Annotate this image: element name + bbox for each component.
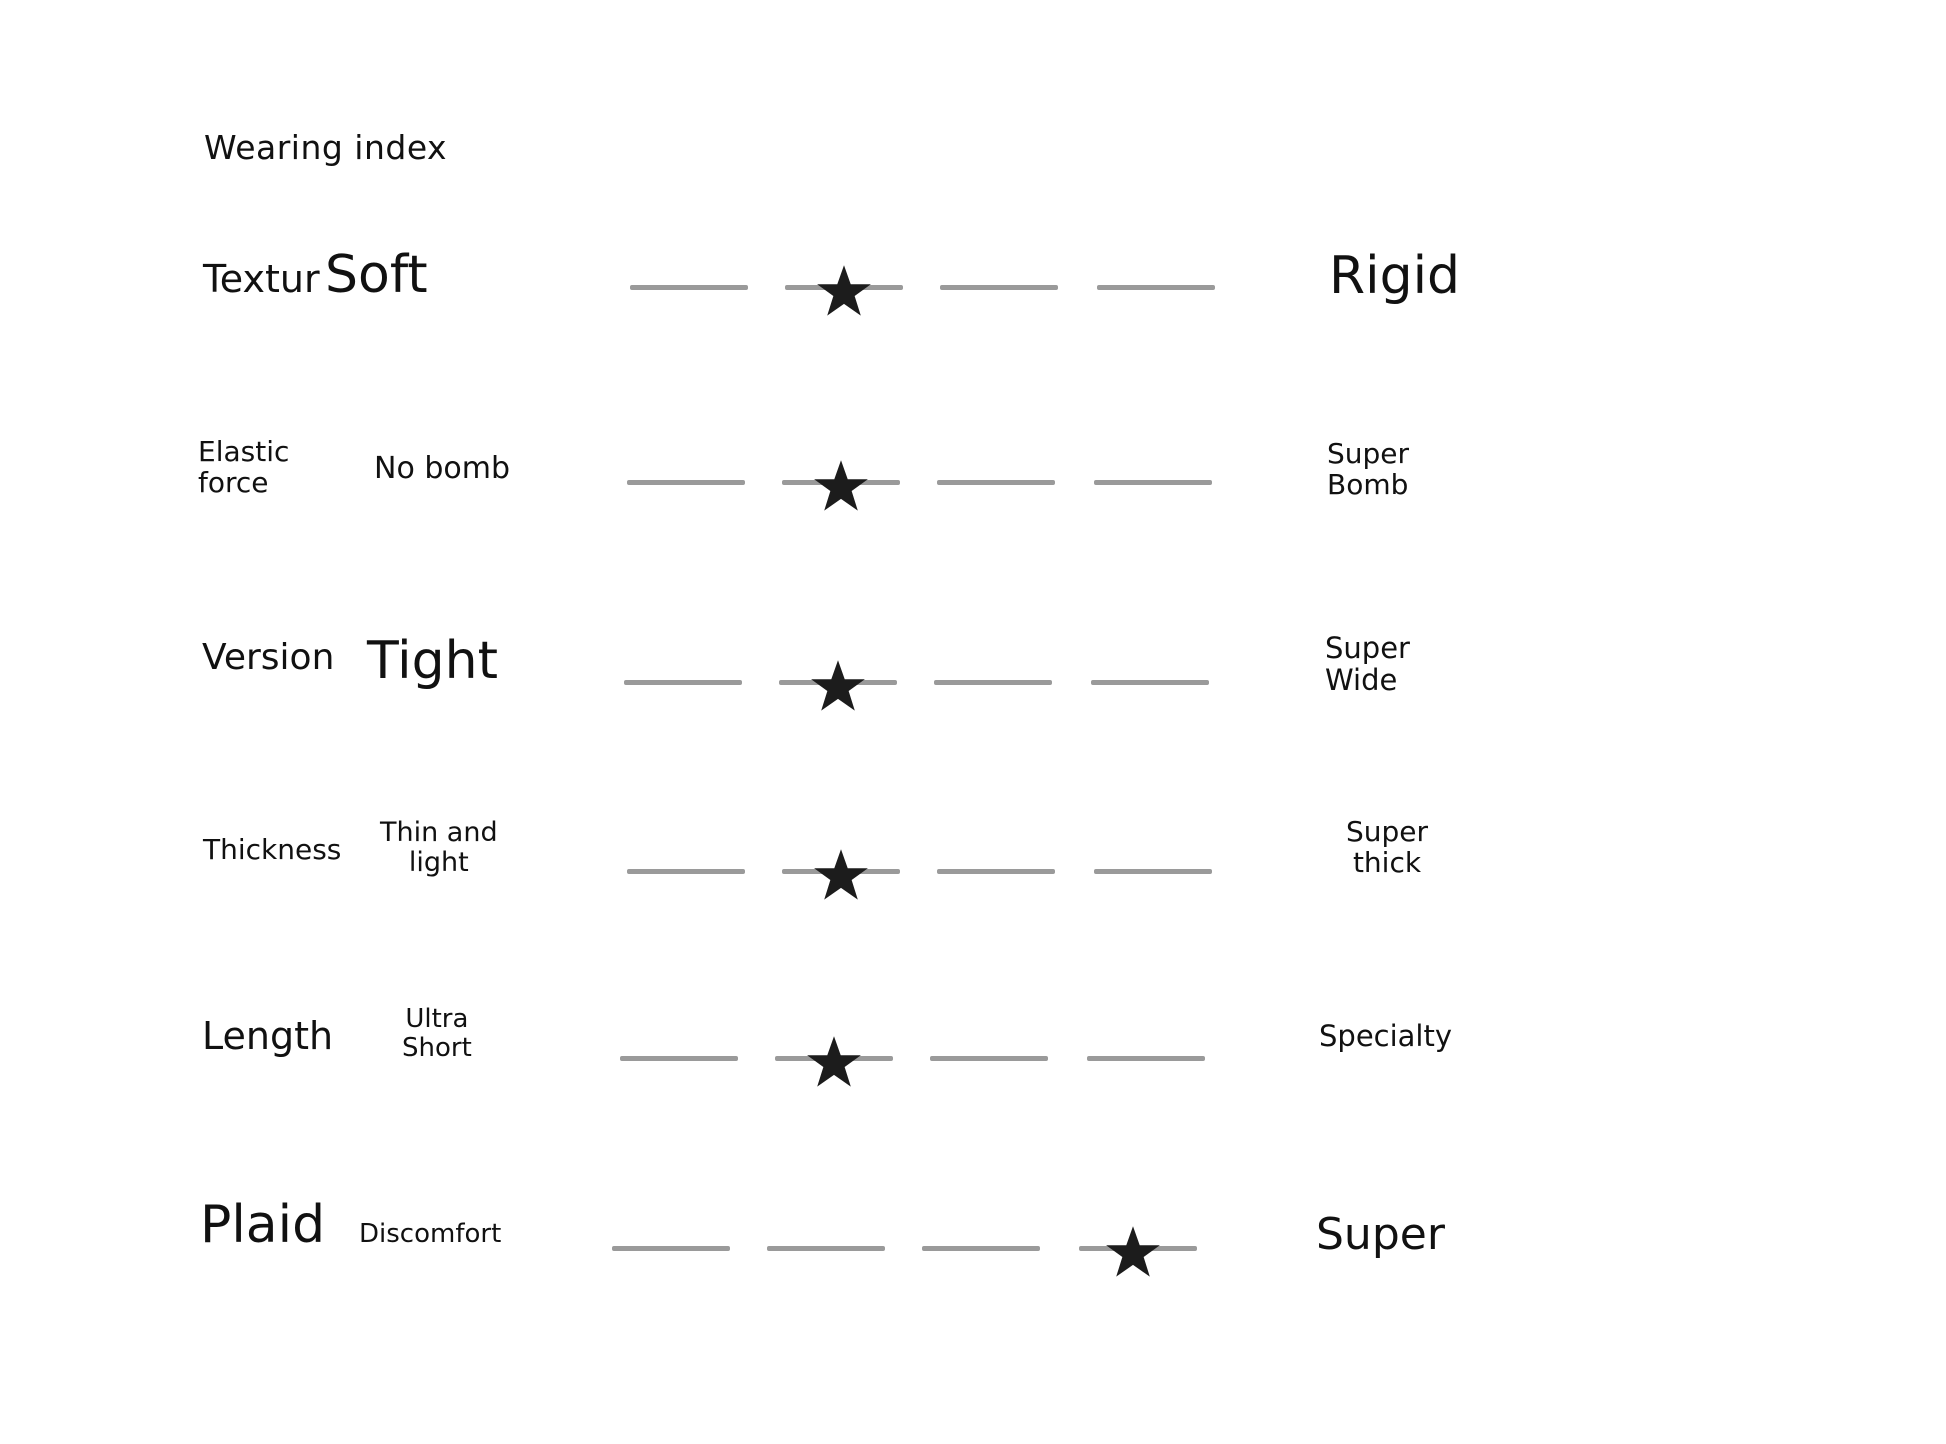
- star-icon: [1105, 1224, 1161, 1280]
- rating-scale: [0, 452, 1946, 512]
- high-label: Specialty: [1319, 1019, 1453, 1053]
- scale-segment: [627, 869, 745, 874]
- low-label: Tight: [367, 631, 498, 691]
- scale-segment: [1094, 869, 1212, 874]
- category-label: Elastic force: [198, 435, 290, 500]
- low-label: Soft: [325, 245, 428, 305]
- scale-segment: [612, 1246, 730, 1251]
- scale-segment: [1091, 680, 1209, 685]
- rating-scale: [0, 1218, 1946, 1278]
- category-label: Plaid: [200, 1195, 326, 1255]
- scale-segment: [620, 1056, 738, 1061]
- scale-segment: [922, 1246, 1040, 1251]
- scale-segment: [627, 480, 745, 485]
- category-label: Length: [202, 1014, 334, 1058]
- high-label: Super: [1316, 1209, 1445, 1260]
- scale-segment: [767, 1246, 885, 1251]
- star-icon: [810, 658, 866, 714]
- category-label: Thickness: [203, 833, 342, 866]
- scale-segment: [1097, 285, 1215, 290]
- scale-segment: [930, 1056, 1048, 1061]
- low-label: No bomb: [374, 451, 510, 486]
- star-icon: [806, 1034, 862, 1090]
- rating-scale: [0, 1028, 1946, 1088]
- rating-scale: [0, 257, 1946, 317]
- scale-segment: [624, 680, 742, 685]
- scale-segment: [1087, 1056, 1205, 1061]
- scale-segment: [630, 285, 748, 290]
- star-icon: [816, 263, 872, 319]
- star-icon: [813, 458, 869, 514]
- scale-segment: [937, 480, 1055, 485]
- low-label: Thin and light: [380, 817, 498, 879]
- page-title: Wearing index: [204, 128, 448, 167]
- rating-scale: [0, 652, 1946, 712]
- high-label: Super thick: [1346, 815, 1429, 880]
- category-label: Textur: [203, 257, 320, 301]
- category-label: Version: [202, 637, 335, 678]
- high-label: Rigid: [1329, 246, 1461, 306]
- low-label: Ultra Short: [402, 1004, 472, 1064]
- high-label: Super Bomb: [1327, 437, 1410, 502]
- scale-segment: [937, 869, 1055, 874]
- scale-segment: [940, 285, 1058, 290]
- low-label: Discomfort: [359, 1219, 502, 1249]
- scale-segment: [1094, 480, 1212, 485]
- high-label: Super Wide: [1325, 631, 1410, 698]
- scale-segment: [934, 680, 1052, 685]
- rating-scale: [0, 841, 1946, 901]
- star-icon: [813, 847, 869, 903]
